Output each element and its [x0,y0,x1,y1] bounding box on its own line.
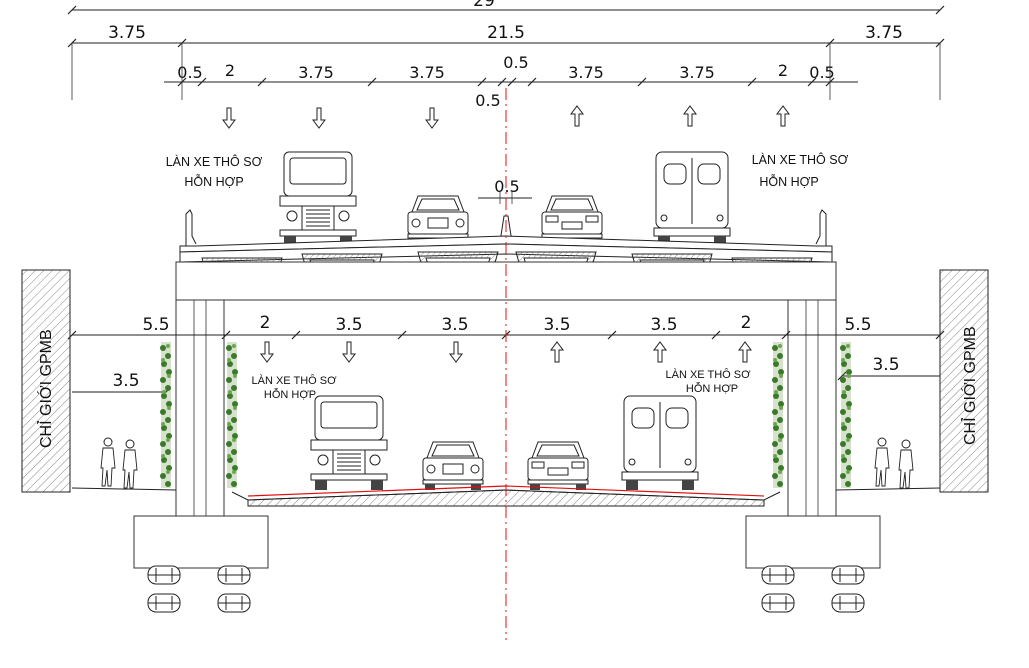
sidewalk-dimension-left: 3.5 [72,371,171,397]
car-icon [407,195,469,245]
dim-label: 3.75 [409,63,445,82]
down-arrow-icon [260,341,274,363]
car-icon [541,195,603,245]
pier-footing-left [133,515,269,613]
lane-label: LÀN XE THÔ SƠ [665,368,751,381]
up-arrow-icon [550,341,564,363]
dim-label: 0.5 [475,91,500,110]
dim-label: 3.5 [872,355,899,375]
lower-vehicles [310,395,699,491]
dim-label: 3.5 [650,315,677,335]
up-arrow-icon [776,105,790,127]
dim-label: 3.75 [865,23,903,43]
person-icon [874,437,890,487]
dim-label: 2 [741,313,752,333]
dim-label: 21.5 [487,23,525,43]
up-arrow-icon [738,341,752,363]
sidewalk-dimension-right: 3.5 [837,355,940,381]
dim-label: 3.5 [335,315,362,335]
overall-dimension: 29 [67,0,945,15]
car-icon [422,441,484,491]
lower-road [71,485,941,507]
deck-dimension-tier1: 3.75 21.5 3.75 [67,23,945,48]
dim-label: 2 [260,313,271,333]
dim-label: 3.5 [543,315,570,335]
dim-label: 0.5 [503,53,528,72]
boundary-wall-left: CHỈ GIỚI GPMB [21,269,71,493]
bus-icon [621,395,699,491]
dim-label: 2 [778,61,788,80]
down-arrow-icon [342,341,356,363]
pedestrians-left [100,437,138,489]
up-arrow-icon [570,105,584,127]
dim-label: 3.75 [679,63,715,82]
dim-label: 3.75 [108,23,146,43]
down-arrow-icon [222,107,236,129]
deck-dimension-tier2: 0.5 2 3.75 3.75 0.5 0.5 3.75 3.75 2 0.5 [71,43,941,110]
down-arrow-icon [312,107,326,129]
dim-label: 3.75 [298,63,334,82]
overall-width-label: 29 [473,0,495,11]
upper-lane-label-right: LÀN XE THÔ SƠ HỖN HỢP [752,152,849,189]
car-icon [527,441,589,491]
boundary-label: CHỈ GIỚI GPMB [36,329,55,448]
person-icon [898,439,914,489]
dim-label: 3.5 [112,371,139,391]
dim-label: 0.5 [494,177,519,196]
up-arrow-icon [683,105,697,127]
dim-label: 5.5 [844,315,871,335]
pier-footing-right [745,515,881,613]
railing-right [815,209,827,246]
dim-label: 2 [225,61,235,80]
lane-label: HỖN HỢP [759,174,818,189]
dim-label: 3.75 [568,63,604,82]
lane-label: HỖN HỢP [264,388,316,401]
dim-label: 5.5 [142,315,169,335]
median-dimension: 0.5 [478,177,532,204]
railing-left [185,209,197,246]
lane-label: LÀN XE THÔ SƠ [166,154,263,169]
up-arrow-icon [653,341,667,363]
lane-label: LÀN XE THÔ SƠ [251,374,337,387]
truck-icon [310,395,388,491]
dim-label: 0.5 [177,63,202,82]
person-icon [122,439,138,489]
down-arrow-icon [449,341,463,363]
down-arrow-icon [425,107,439,129]
lower-lane-label-right: LÀN XE THÔ SƠ HỖN HỢP [665,368,751,395]
lane-label: LÀN XE THÔ SƠ [752,152,849,167]
truck-icon [279,151,357,247]
person-icon [100,437,116,487]
lane-label: HỖN HỢP [184,174,243,189]
pedestrians-right [874,437,914,489]
boundary-wall-right: CHỈ GIỚI GPMB [939,269,989,493]
dim-label: 3.5 [441,315,468,335]
boundary-label: CHỈ GIỚI GPMB [960,326,979,445]
dim-label: 0.5 [809,63,834,82]
bus-icon [653,151,731,247]
upper-lane-label-left: LÀN XE THÔ SƠ HỖN HỢP [166,154,263,189]
lower-lane-label-left: LÀN XE THÔ SƠ HỖN HỢP [251,374,337,401]
lane-label: HỖN HỢP [686,382,738,395]
